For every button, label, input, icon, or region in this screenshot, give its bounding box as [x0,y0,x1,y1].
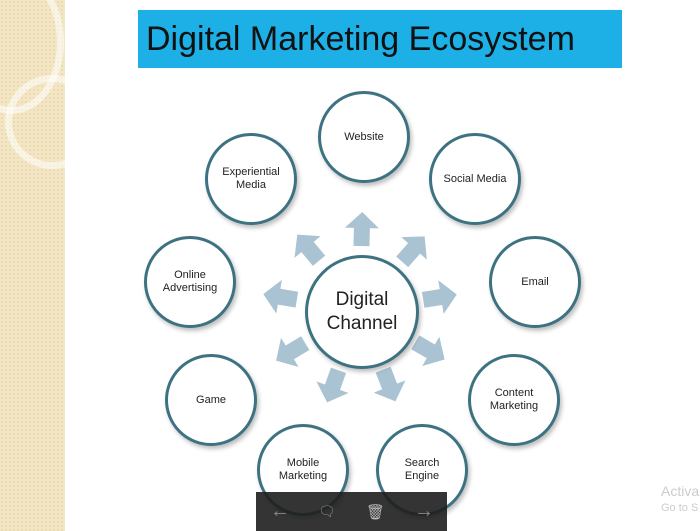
node-social-media: Social Media [429,133,521,225]
slide-decoration-panel [0,0,65,531]
arrow-icon [294,234,326,266]
node-website: Website [318,91,410,183]
node-experiential-media: Experiential Media [205,133,297,225]
arrow-icon [411,335,445,367]
node-game: Game [165,354,257,446]
arrow-icon [421,280,457,314]
arrow-icon [263,279,299,314]
arrow-icon [396,236,427,268]
activation-watermark-title: Activa [661,483,700,499]
previous-arrow-icon[interactable]: ← [270,500,290,522]
slide-title-banner: Digital Marketing Ecosystem [138,10,622,68]
arrow-icon [276,336,310,367]
trash-icon[interactable]: 🗑 [366,504,386,521]
node-content-marketing: Content Marketing [468,354,560,446]
arrow-icon [373,366,406,402]
viewer-toolbar: ← 🗨 🗑 → [256,492,447,531]
arrow-icon [344,212,379,247]
node-online-advertising: Online Advertising [144,236,236,328]
next-arrow-icon[interactable]: → [414,500,434,522]
arrow-icon [316,367,349,403]
center-node-digital-channel: Digital Channel [305,255,419,369]
notes-icon[interactable]: 🗨 [318,503,336,519]
slide-title: Digital Marketing Ecosystem [146,20,575,58]
activation-watermark-subtitle: Go to S [661,502,699,514]
node-email: Email [489,236,581,328]
